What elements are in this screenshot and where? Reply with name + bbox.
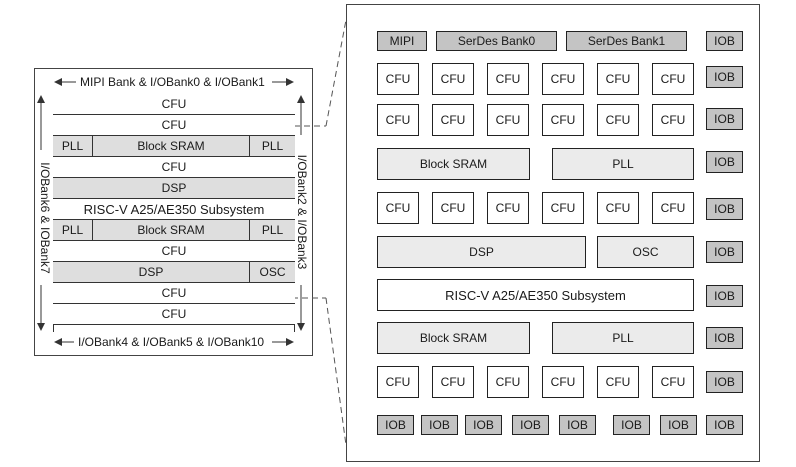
iob-block: IOB [706,198,743,220]
cfu-block: CFU [652,63,694,95]
serdes-bank0-block: SerDes Bank0 [436,31,557,51]
cfu-block: CFU [432,63,474,95]
cfu-block: CFU [597,104,639,136]
iob-block: IOB [512,415,549,435]
overview-row-pll-sram: PLL Block SRAM PLL [53,220,295,241]
iob-block: IOB [559,415,596,435]
iob-block: IOB [706,108,743,130]
cfu-block: CFU [652,366,694,398]
block-sram-block: Block SRAM [377,148,530,180]
overview-osc: OSC [259,265,286,279]
pll-block: PLL [552,148,694,180]
iob-block: IOB [377,415,414,435]
overview-block-sram: Block SRAM [93,136,250,156]
overview-row-dsp-osc: DSP OSC [53,262,295,283]
overview-pll: PLL [261,223,284,237]
cfu-block: CFU [432,104,474,136]
cfu-block: CFU [487,192,529,224]
overview-row-dsp: DSP [53,178,295,199]
cfu-block: CFU [542,63,584,95]
overview-row-cfu: CFU [53,241,295,262]
iob-block: IOB [706,371,743,393]
cfu-block: CFU [542,104,584,136]
detail-panel [346,4,760,462]
iob-block: IOB [706,66,743,88]
iob-block: IOB [706,327,743,349]
iob-block: IOB [706,31,743,51]
overview-row-cfu: CFU [53,283,295,304]
overview-row-riscv: RISC-V A25/AE350 Subsystem [53,199,295,220]
block-sram-block: Block SRAM [377,322,530,354]
cfu-block: CFU [542,366,584,398]
overview-top-label: MIPI Bank & I/OBank0 & I/OBank1 [80,75,265,89]
cfu-block: CFU [652,104,694,136]
overview-pll: PLL [261,139,284,153]
cfu-block: CFU [487,104,529,136]
overview-block-sram: Block SRAM [93,220,250,240]
overview-row-pll-sram: PLL Block SRAM PLL [53,136,295,157]
cfu-block: CFU [597,192,639,224]
iob-block: IOB [706,285,743,307]
overview-row-cfu: CFU [53,94,295,115]
cfu-block: CFU [377,63,419,95]
cfu-block: CFU [487,63,529,95]
iob-block: IOB [706,151,743,173]
cfu-block: CFU [597,63,639,95]
overview-left-label: I/OBank6 & IOBank7 [38,162,52,274]
cfu-block: CFU [487,366,529,398]
overview-pll: PLL [53,220,93,240]
iob-block: IOB [660,415,697,435]
riscv-subsystem-block: RISC-V A25/AE350 Subsystem [377,279,694,311]
overview-row-cfu: CFU [53,157,295,178]
overview-right-label: I/OBank2 & I/OBank3 [295,154,309,270]
overview-row-cfu: CFU [53,304,295,325]
cfu-block: CFU [432,192,474,224]
cfu-block: CFU [597,366,639,398]
iob-block: IOB [465,415,502,435]
dsp-block: DSP [377,236,586,268]
iob-block: IOB [706,415,743,435]
overview-pll: PLL [53,136,93,156]
pll-block: PLL [552,322,694,354]
cfu-block: CFU [542,192,584,224]
overview-row-cfu: CFU [53,115,295,136]
overview-dsp: DSP [53,262,250,282]
cfu-block: CFU [377,104,419,136]
cfu-block: CFU [652,192,694,224]
overview-bottom-label: I/OBank4 & I/OBank5 & I/OBank10 [78,335,265,349]
iob-block: IOB [421,415,458,435]
cfu-block: CFU [377,192,419,224]
mipi-block: MIPI [377,31,427,51]
iob-block: IOB [613,415,650,435]
iob-block: IOB [706,241,743,263]
cfu-block: CFU [377,366,419,398]
osc-block: OSC [597,236,694,268]
cfu-block: CFU [432,366,474,398]
overview-panel [34,68,313,356]
serdes-bank1-block: SerDes Bank1 [566,31,687,51]
